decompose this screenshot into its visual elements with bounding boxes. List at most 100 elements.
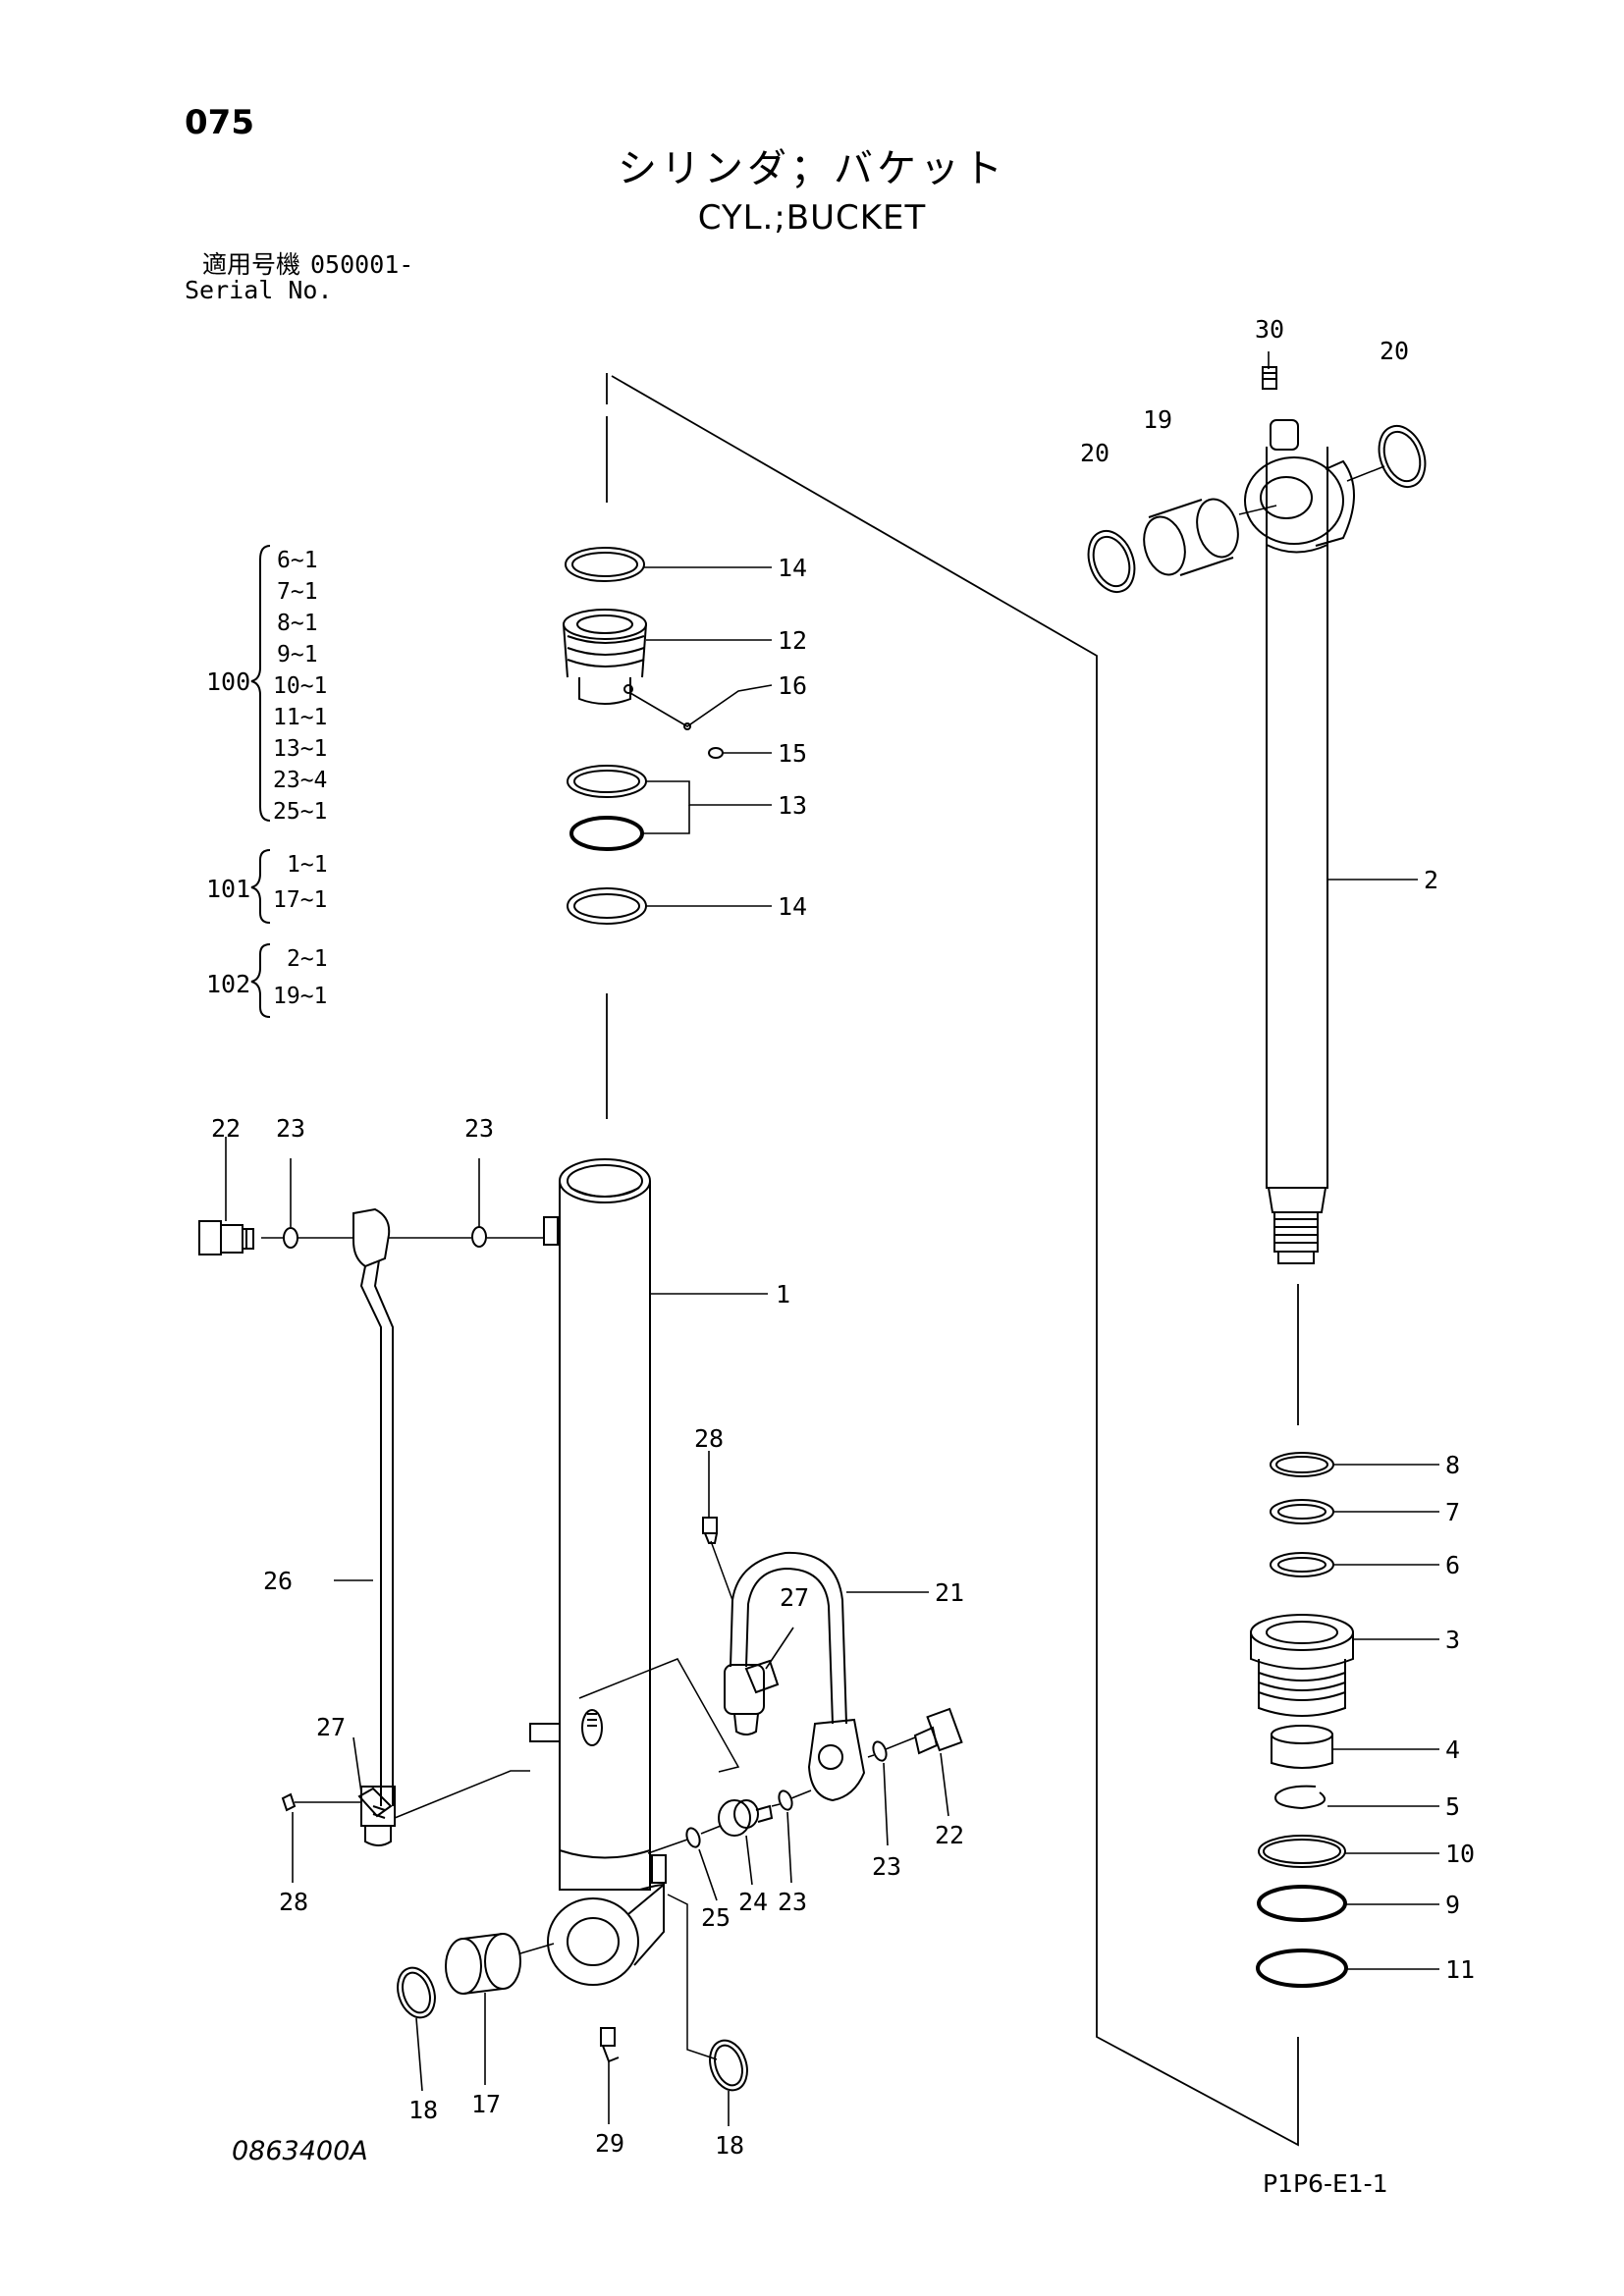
callout-13: 13: [778, 791, 807, 820]
bushing-17: [445, 1933, 521, 1995]
clamp-27-left: [357, 1787, 393, 1818]
kit-100-item: 6~1: [277, 548, 318, 573]
rod-eye: [1244, 419, 1355, 554]
callout-14: 14: [778, 892, 807, 921]
o-ring-9: [1257, 1885, 1347, 1922]
o-ring-23-middle: [778, 1789, 793, 1811]
callout-28: 28: [694, 1424, 724, 1453]
dust-seal-18-left: [397, 1966, 436, 2019]
callout-23: 23: [872, 1852, 901, 1881]
piston-3: [1250, 1614, 1354, 1717]
connector-22-right: [913, 1707, 963, 1755]
wear-ring-14-bottom: [567, 887, 647, 925]
o-ring-16: [683, 722, 691, 730]
dust-seal-20-right: [1378, 425, 1427, 488]
callout-19: 19: [1143, 405, 1172, 434]
o-ring-25: [685, 1827, 701, 1848]
o-ring-23-far-right: [872, 1740, 888, 1762]
callout-23: 23: [276, 1114, 305, 1143]
callout-28: 28: [279, 1888, 308, 1916]
sheet-number: P1P6-E1-1: [1263, 2169, 1388, 2198]
bushing-19: [1143, 498, 1239, 576]
dust-seal-20-left: [1087, 530, 1136, 593]
title-english: CYL.;BUCKET: [697, 198, 927, 238]
kit-100-item: 9~1: [277, 642, 318, 667]
callout-2: 2: [1424, 866, 1438, 894]
kit-102-item: 2~1: [287, 946, 328, 972]
kit-100-item: 10~1: [273, 673, 328, 699]
callout-22: 22: [935, 1821, 964, 1849]
bushing-guide-line: [519, 1943, 555, 1954]
kit-101-item: 1~1: [287, 852, 328, 878]
serial-label-japanese: 適用号機: [202, 250, 301, 279]
seal-ring-10: [1258, 1835, 1346, 1868]
screw-15: [708, 747, 724, 759]
callout-25: 25: [701, 1903, 731, 1932]
clamp-27-right: [744, 1659, 780, 1694]
kit-100-item: 11~1: [273, 705, 328, 730]
callout-18: 18: [408, 2096, 438, 2124]
callout-5: 5: [1445, 1792, 1460, 1821]
wear-ring-14-top: [565, 547, 645, 582]
callout-16: 16: [778, 671, 807, 700]
kit-100-item: 8~1: [277, 611, 318, 636]
fitting-24: [718, 1799, 774, 1837]
pipe-21: [724, 1551, 866, 1802]
callout-18: 18: [715, 2131, 744, 2160]
callout-20: 20: [1080, 439, 1110, 467]
backup-ring-8: [1270, 1452, 1334, 1477]
callout-26: 26: [263, 1567, 293, 1595]
kit-number-100: 100: [206, 667, 251, 696]
kit-100-item: 23~4: [273, 768, 328, 793]
callout-17: 17: [471, 2090, 501, 2118]
cylinder-tube-1: [529, 1158, 651, 1859]
seal-guide-line: [1346, 465, 1385, 482]
callout-3: 3: [1445, 1626, 1460, 1654]
bolt-28-right: [702, 1517, 718, 1544]
connector-22-top: [198, 1220, 254, 1255]
callout-24: 24: [738, 1888, 768, 1916]
kit-100-item: 25~1: [273, 799, 328, 825]
grease-fitting-29: [600, 2027, 620, 2063]
callout-21: 21: [935, 1578, 964, 1607]
connector-guide-line: [867, 1736, 916, 1758]
bushing-guide-line: [1238, 505, 1277, 515]
grease-fitting-30: [1262, 366, 1277, 390]
piston-rod-2: [1266, 447, 1328, 1264]
o-ring-23-right: [471, 1226, 487, 1248]
wear-ring-6: [1270, 1552, 1334, 1577]
leader-lines: [225, 351, 1439, 2126]
callout-14: 14: [778, 554, 807, 582]
callout-8: 8: [1445, 1451, 1460, 1479]
callout-29: 29: [595, 2129, 624, 2158]
cylinder-bottom-eye: [547, 1850, 667, 1986]
kit-braces: [250, 545, 271, 1018]
callout-23: 23: [778, 1888, 807, 1916]
callout-15: 15: [778, 739, 807, 768]
callout-11: 11: [1445, 1955, 1475, 1984]
callout-20: 20: [1380, 337, 1409, 365]
collar-4: [1271, 1725, 1333, 1769]
kit-100-item: 13~1: [273, 736, 328, 762]
kit-number-102: 102: [206, 970, 251, 998]
page-number: 075: [185, 103, 254, 142]
callout-27: 27: [780, 1583, 809, 1612]
kit-number-101: 101: [206, 875, 251, 903]
seal-guide-line: [667, 1894, 718, 2060]
serial-value: 050001-: [310, 250, 414, 279]
dust-seal-18-right: [709, 2039, 748, 2092]
bolt-guide-line: [710, 1540, 733, 1601]
callout-1: 1: [776, 1280, 790, 1308]
callout-7: 7: [1445, 1498, 1460, 1526]
drawing-number: 0863400A: [232, 2136, 368, 2166]
assembly-guide-line: [606, 373, 1299, 2147]
callout-23: 23: [464, 1114, 494, 1143]
kit-102-item: 19~1: [273, 984, 328, 1009]
seal-ring-11: [1256, 1949, 1348, 1988]
o-ring-23-left: [283, 1227, 298, 1249]
callout-6: 6: [1445, 1551, 1460, 1579]
bolt-28-left: [281, 1792, 297, 1812]
callout-12: 12: [778, 626, 807, 655]
fitting-guide-line: [647, 1789, 812, 1854]
